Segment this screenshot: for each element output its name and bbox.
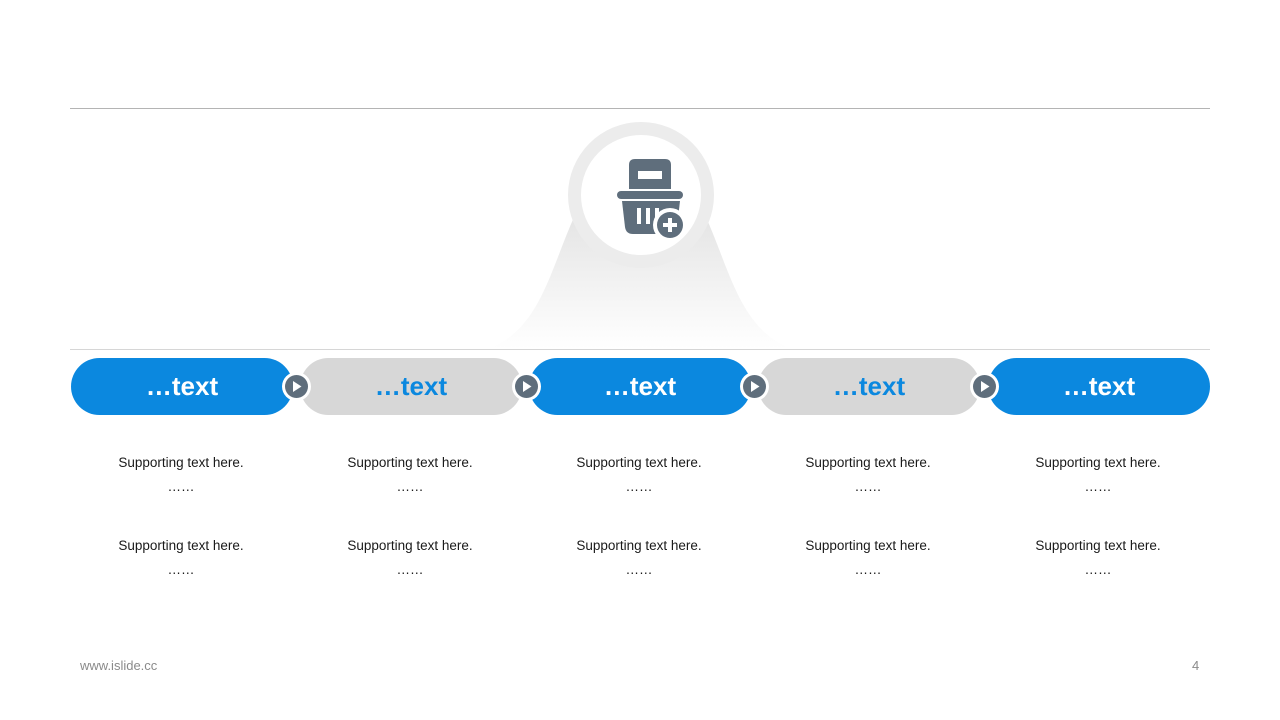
- support-line: Supporting text here.: [118, 538, 244, 553]
- top-divider: [70, 108, 1210, 109]
- step-pill-4: …text: [758, 358, 980, 415]
- support-text-block: Supporting text here. ……: [758, 537, 978, 579]
- support-text-block: Supporting text here. ……: [988, 454, 1208, 496]
- support-text-block: Supporting text here. ……: [71, 454, 291, 496]
- support-text-block: Supporting text here. ……: [758, 454, 978, 496]
- step-pill-3: …text: [529, 358, 751, 415]
- page-number: 4: [1192, 658, 1200, 673]
- hero-icon-circle: [581, 135, 701, 255]
- support-text-block: Supporting text here. ……: [988, 537, 1208, 579]
- basket-add-icon: [617, 159, 687, 242]
- support-line: Supporting text here.: [576, 455, 702, 470]
- support-text-block: Supporting text here. ……: [529, 537, 749, 579]
- support-line: Supporting text here.: [576, 538, 702, 553]
- step-pill-2: …text: [300, 358, 522, 415]
- play-arrow-icon: [282, 372, 311, 401]
- step-pill-5: …text: [988, 358, 1210, 415]
- support-line: Supporting text here.: [805, 538, 931, 553]
- support-ellipsis: ……: [1084, 562, 1112, 577]
- play-arrow-icon: [512, 372, 541, 401]
- support-ellipsis: ……: [854, 479, 882, 494]
- step-label: …text: [832, 371, 906, 401]
- play-arrow-icon: [740, 372, 769, 401]
- support-line: Supporting text here.: [347, 455, 473, 470]
- support-ellipsis: ……: [625, 562, 653, 577]
- support-text-block: Supporting text here. ……: [300, 537, 520, 579]
- support-ellipsis: ……: [396, 562, 424, 577]
- support-ellipsis: ……: [625, 479, 653, 494]
- support-ellipsis: ……: [167, 479, 195, 494]
- step-label: …text: [374, 371, 448, 401]
- support-text-block: Supporting text here. ……: [71, 537, 291, 579]
- support-ellipsis: ……: [1084, 479, 1112, 494]
- mountain-shape: [488, 215, 792, 349]
- support-text-block: Supporting text here. ……: [529, 454, 749, 496]
- support-ellipsis: ……: [396, 479, 424, 494]
- support-line: Supporting text here.: [805, 455, 931, 470]
- support-line: Supporting text here.: [1035, 538, 1161, 553]
- step-label: …text: [145, 371, 219, 401]
- step-label: …text: [603, 371, 677, 401]
- step-label: …text: [1062, 371, 1136, 401]
- play-arrow-icon: [970, 372, 999, 401]
- hero-icon-ring: [568, 122, 714, 268]
- support-line: Supporting text here.: [347, 538, 473, 553]
- step-pill-1: …text: [71, 358, 293, 415]
- support-text-block: Supporting text here. ……: [300, 454, 520, 496]
- support-ellipsis: ……: [167, 562, 195, 577]
- footer-website: www.islide.cc: [80, 658, 158, 673]
- support-line: Supporting text here.: [1035, 455, 1161, 470]
- middle-divider: [70, 349, 1210, 350]
- support-ellipsis: ……: [854, 562, 882, 577]
- support-line: Supporting text here.: [118, 455, 244, 470]
